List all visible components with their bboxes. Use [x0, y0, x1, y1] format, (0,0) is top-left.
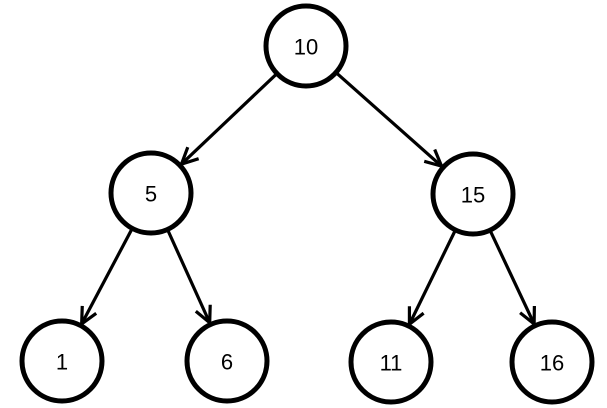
edge-left-leaf2 [166, 230, 212, 327]
edge-root-right [336, 72, 445, 169]
edge-left-leaf1 [79, 229, 133, 328]
edge-right-leaf3 [407, 231, 457, 328]
node-label-16: 16 [540, 351, 564, 376]
tree-node-6[interactable]: 6 [184, 318, 270, 404]
node-label-11: 11 [380, 351, 403, 376]
edge-right-leaf4-line [489, 231, 536, 325]
edge-root-left [178, 73, 277, 167]
node-circle-1 [19, 318, 105, 404]
tree-node-16[interactable]: 16 [509, 319, 595, 405]
tree-node-10[interactable]: 10 [263, 3, 349, 89]
node-label-1: 1 [56, 350, 68, 375]
node-circle-5 [108, 150, 194, 236]
node-label-6: 6 [221, 350, 233, 375]
node-label-5: 5 [145, 182, 157, 207]
node-label-15: 15 [461, 183, 485, 208]
node-label-10: 10 [294, 35, 318, 60]
node-circle-10 [263, 3, 349, 89]
edge-left-leaf2-line [166, 230, 212, 324]
edges-layer [79, 72, 536, 328]
tree-node-5[interactable]: 5 [108, 150, 194, 236]
edge-root-right-line [336, 72, 443, 168]
node-circle-11 [348, 319, 434, 405]
edge-left-leaf1-line [80, 229, 133, 325]
edge-root-left-line [180, 73, 277, 166]
edge-right-leaf3-line [407, 231, 457, 325]
tree-node-15[interactable]: 15 [430, 151, 516, 237]
tree-node-1[interactable]: 1 [19, 318, 105, 404]
node-circle-15 [430, 151, 516, 237]
node-circle-6 [184, 318, 270, 404]
edge-right-leaf4 [489, 231, 536, 328]
tree-node-11[interactable]: 11 [348, 319, 434, 405]
node-circle-16 [509, 319, 595, 405]
